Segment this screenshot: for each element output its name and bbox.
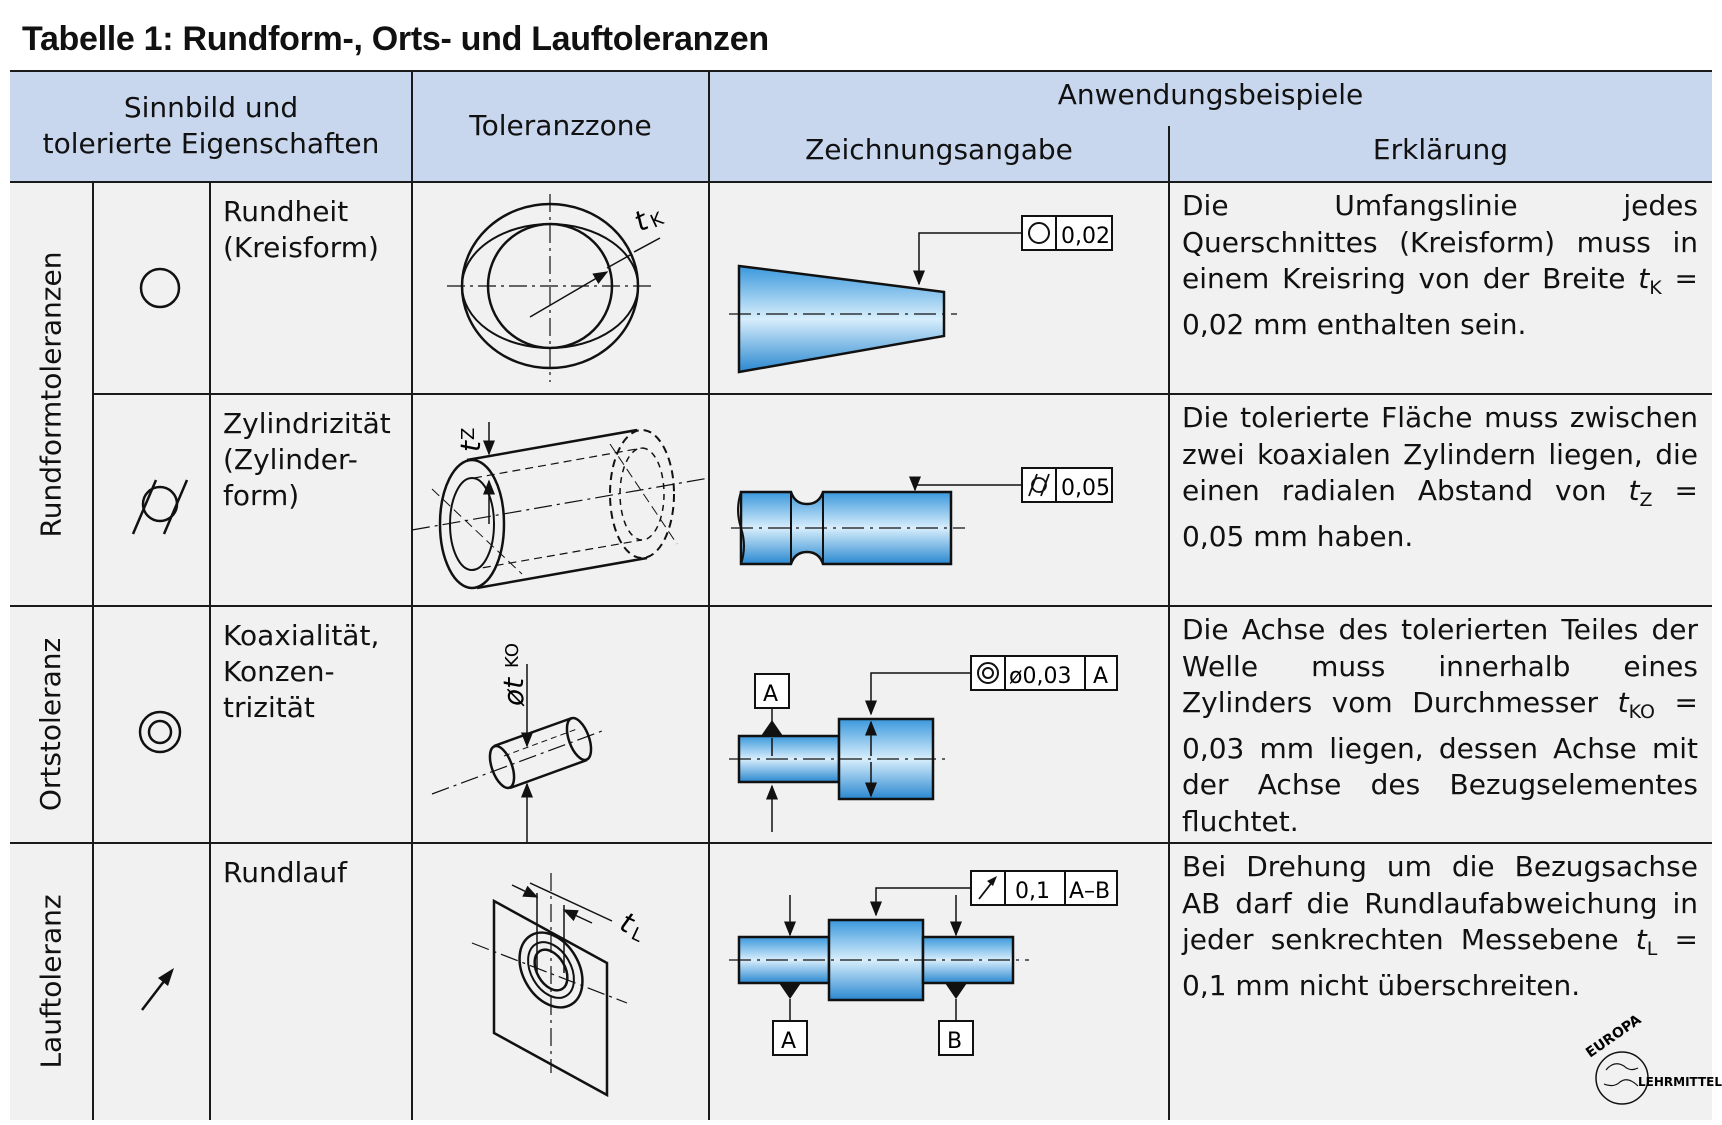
datum-label-b: B <box>947 1029 962 1054</box>
svg-text:LEHRMITTEL: LEHRMITTEL <box>1638 1075 1722 1089</box>
frame-value-rundheit: 0,02 <box>1061 224 1110 249</box>
col-line-explanation <box>1168 126 1170 1120</box>
europa-lehrmittel-logo: EUROPA LEHRMITTEL <box>1583 1012 1722 1105</box>
explanation-rundheit: Die Umfangslinie jedes Querschnittes (Kr… <box>1182 189 1698 341</box>
property-zylindrizitaet: Zylindrizität (Zylinder- form) <box>223 407 391 512</box>
frame-datum-rundlauf: A–B <box>1069 879 1110 904</box>
col-line-group <box>92 182 94 1120</box>
svg-text:Z: Z <box>458 428 479 440</box>
row-line-2 <box>10 605 1712 607</box>
datum-label-a2: A <box>781 1029 796 1054</box>
row-line-3 <box>10 842 1712 844</box>
table-title: Tabelle 1: Rundform-, Orts- und Lauftole… <box>22 20 769 58</box>
svg-text:KO: KO <box>502 643 523 668</box>
concentricity-symbol-icon <box>138 710 182 754</box>
explanation-koaxialitaet: Die Achse des tolerierten Teiles der Wel… <box>1182 613 1698 838</box>
group-ortstoleranz: Ortstoleranz <box>34 637 68 812</box>
group-rundformtoleranzen: Rundformtoleranzen <box>34 251 68 537</box>
cylindricity-symbol-icon <box>131 479 189 535</box>
col-line-drawing <box>708 70 710 1120</box>
row-line-1 <box>92 393 1712 395</box>
property-rundlauf: Rundlauf <box>223 856 348 889</box>
property-koaxialitaet: Koaxialität, Konzen- trizität <box>223 619 380 724</box>
zone-koaxialitaet-label: øt <box>497 677 530 707</box>
property-rundheit: Rundheit (Kreisform) <box>223 195 379 264</box>
datum-label-a: A <box>763 682 778 707</box>
drawing-zylindrizitaet-figure: 0,05 <box>731 467 1113 566</box>
table-header <box>10 70 1712 182</box>
drawing-rundheit-figure: 0,02 <box>729 215 1113 374</box>
header-zeichnungsangabe: Zeichnungsangabe <box>805 133 1073 166</box>
header-sinnbild: Sinnbild und tolerierte Eigenschaften <box>42 91 380 160</box>
explanation-zylindrizitaet: Die tolerierte Fläche muss zwischen zwei… <box>1182 401 1698 553</box>
frame-datum-koaxialitaet: A <box>1093 664 1108 689</box>
col-line-symbol <box>209 182 211 1120</box>
header-toleranzzone: Toleranzzone <box>469 109 652 142</box>
drawing-rundlauf-figure: A B 0,1 A–B <box>729 870 1118 1056</box>
header-anwendungsbeispiele: Anwendungsbeispiele <box>1057 78 1364 111</box>
zone-koaxialitaet-figure: øt KO <box>431 643 603 842</box>
frame-value-rundlauf: 0,1 <box>1015 879 1050 904</box>
drawing-koaxialitaet-figure: A ø0,03 A <box>729 655 1118 832</box>
table-top-border <box>10 70 1712 72</box>
circle-symbol-icon <box>139 267 181 309</box>
zone-rundlauf-figure: t L <box>471 873 646 1098</box>
col-line-zone <box>411 70 413 1120</box>
zone-zylindrizitaet-figure: t Z <box>411 422 710 590</box>
tolerance-table: Sinnbild und tolerierte Eigenschaften To… <box>10 70 1722 1120</box>
explanation-rundlauf: Bei Drehung um die Bezugsachse AB darf d… <box>1182 850 1698 1002</box>
zone-rundheit-figure: t K <box>447 194 668 382</box>
group-lauftoleranz: Lauftoleranz <box>34 894 68 1069</box>
header-erklaerung: Erklärung <box>1372 133 1509 166</box>
frame-value-koaxialitaet: ø0,03 <box>1009 664 1071 689</box>
frame-value-zylindrizitaet: 0,05 <box>1061 476 1110 501</box>
zone-zylindrizitaet-label: t <box>454 440 487 452</box>
runout-symbol-icon <box>141 968 174 1011</box>
header-bottom-border <box>10 181 1712 183</box>
